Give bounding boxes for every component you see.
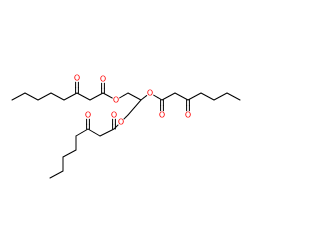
single-bond xyxy=(102,92,109,96)
single-bond xyxy=(153,94,159,99)
single-bond xyxy=(134,96,142,101)
single-bond xyxy=(89,96,97,101)
oxygen-atom-label: O xyxy=(185,111,191,120)
single-bond xyxy=(161,96,169,101)
single-bond xyxy=(87,128,95,133)
single-bond xyxy=(24,92,32,97)
single-bond xyxy=(11,96,19,101)
single-bond xyxy=(75,132,83,137)
single-bond xyxy=(81,128,89,133)
single-bond xyxy=(106,128,115,133)
single-bond xyxy=(50,92,58,97)
single-bond xyxy=(107,95,113,99)
single-bond xyxy=(207,96,215,101)
single-bond xyxy=(157,97,163,101)
oxygen-atom-label: O xyxy=(111,111,117,120)
single-bond xyxy=(99,132,108,137)
single-bond xyxy=(168,92,176,97)
oxygen-atom-label: O xyxy=(85,111,91,120)
bond-layer xyxy=(11,81,241,179)
single-bond xyxy=(31,96,39,101)
single-bond xyxy=(56,170,64,175)
oxygen-atom-label: O xyxy=(159,111,165,120)
oxygen-atom-label: O xyxy=(147,89,153,98)
oxygen-atom-label: O xyxy=(100,75,106,84)
single-bond xyxy=(76,92,84,97)
single-bond xyxy=(226,92,234,97)
single-bond xyxy=(123,116,127,120)
single-bond xyxy=(93,132,101,137)
single-bond xyxy=(213,96,221,101)
single-bond xyxy=(83,96,91,101)
single-bond xyxy=(49,174,57,179)
single-bond xyxy=(140,97,145,101)
single-bond xyxy=(127,107,135,116)
single-bond xyxy=(69,149,77,154)
single-bond xyxy=(57,96,65,101)
single-bond xyxy=(143,95,148,99)
single-bond xyxy=(18,92,26,97)
single-bond xyxy=(200,92,208,97)
single-bond xyxy=(123,92,129,96)
single-bond xyxy=(96,92,104,97)
single-bond xyxy=(187,96,195,101)
single-bond xyxy=(181,96,189,101)
single-bond xyxy=(44,92,52,97)
single-bond xyxy=(127,92,135,97)
oxygen-atom-label: O xyxy=(113,96,119,105)
single-bond xyxy=(62,153,70,158)
oxygen-atom-label: O xyxy=(74,74,80,83)
single-bond xyxy=(63,96,71,101)
oxygen-atom-label: O xyxy=(118,118,124,127)
single-bond xyxy=(134,99,142,108)
single-bond xyxy=(174,92,182,97)
single-bond xyxy=(194,92,202,97)
single-bond xyxy=(119,94,125,99)
single-bond xyxy=(37,96,45,101)
single-bond xyxy=(70,92,78,97)
single-bond xyxy=(220,92,228,97)
single-bond xyxy=(233,96,241,101)
